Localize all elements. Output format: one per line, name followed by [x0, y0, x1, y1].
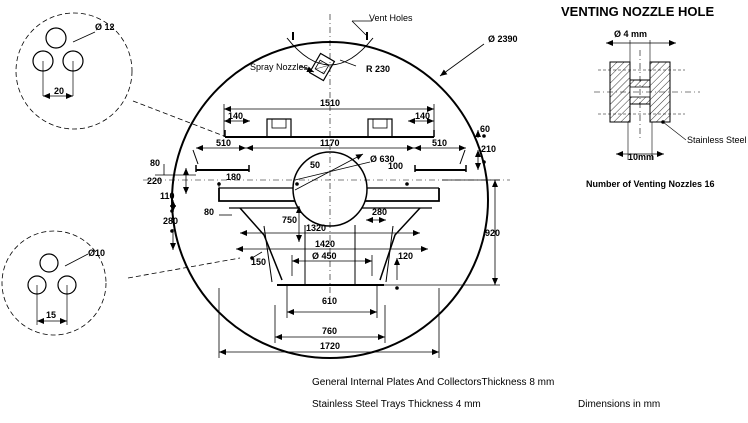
- stainless-steel-label: Stainless Steel: [687, 135, 747, 145]
- dim-750: 750: [282, 215, 297, 225]
- nozzle-hole-dim: Ø 4 mm: [614, 29, 647, 39]
- tray-width-dim: 1510: [320, 98, 340, 108]
- vent-holes-label: Vent Holes: [369, 13, 413, 23]
- dim-100: 100: [388, 161, 403, 171]
- spray-nozzles-label: Spray Nozzles: [250, 62, 309, 72]
- dim-120: 120: [398, 251, 413, 261]
- detail-top: [15, 12, 133, 130]
- dim-150: 150: [251, 257, 266, 267]
- left-220-dim: 220: [147, 176, 162, 186]
- inner-80-dim: 80: [204, 207, 214, 217]
- centerlines: [143, 14, 510, 300]
- dim-280-mid: 280: [372, 207, 387, 217]
- dim-610: 610: [322, 296, 337, 306]
- upper-tray: [224, 118, 435, 138]
- dim-760: 760: [322, 326, 337, 336]
- nozzle-hole-detail: [594, 40, 700, 160]
- left-280-dim: 280: [163, 216, 178, 226]
- trays-thickness-note: Stainless Steel Trays Thickness 4 mm: [312, 399, 481, 410]
- detail-bottom: [1, 230, 107, 336]
- dim-920: 920: [485, 228, 500, 238]
- side-trays: [192, 149, 467, 172]
- left-80-dim: 80: [150, 158, 160, 168]
- dimension-lines: [127, 20, 500, 358]
- dim-1320: 1320: [306, 223, 326, 233]
- shell-diameter-dim: Ø 2390: [488, 34, 518, 44]
- dimensions-unit-note: Dimensions in mm: [578, 399, 660, 410]
- plates-thickness-note: General Internal Plates And CollectorsTh…: [312, 377, 554, 388]
- spray-radius-dim: R 230: [366, 64, 390, 74]
- detail-bottom-pitch-dim: 15: [46, 310, 56, 320]
- span-1170-dim: 1170: [320, 138, 340, 148]
- right-210-dim: 210: [481, 144, 496, 154]
- dim-50: 50: [310, 160, 320, 170]
- dim-180: 180: [226, 172, 241, 182]
- top-right-60-dim: 60: [480, 124, 490, 134]
- right-510-dim: 510: [432, 138, 447, 148]
- detail-top-hole-dim: Ø 12: [95, 22, 115, 32]
- detail-top-pitch-dim: 20: [54, 86, 64, 96]
- detail-bottom-hole-dim: Ø10: [88, 248, 105, 258]
- edge-right-dim: 140: [415, 111, 430, 121]
- venting-nozzle-count: Number of Venting Nozzles 16: [586, 179, 715, 189]
- left-110-dim: 110: [160, 191, 175, 201]
- dim-1720: 1720: [320, 341, 340, 351]
- nozzle-hole-title: VENTING NOZZLE HOLE: [561, 4, 714, 19]
- left-510-dim: 510: [216, 138, 231, 148]
- dim-1420: 1420: [315, 239, 335, 249]
- edge-left-dim: 140: [228, 111, 243, 121]
- hole-450-dim: Ø 450: [312, 251, 337, 261]
- spray-dome: [286, 37, 374, 66]
- hole-630-dim: Ø 630: [370, 154, 395, 164]
- leader-dots: [170, 134, 486, 290]
- spray-nozzle: [308, 52, 336, 82]
- nozzle-width-dim: 10mm: [628, 152, 654, 162]
